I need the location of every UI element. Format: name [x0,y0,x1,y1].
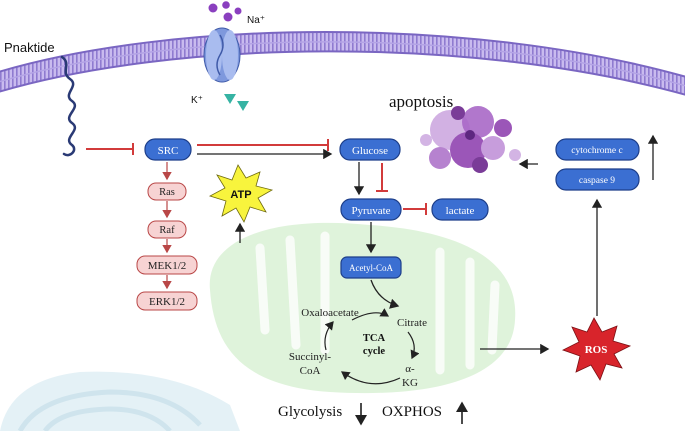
cytochrome-c-node [555,138,640,161]
arrow-acetylcoa-citrate [370,279,400,309]
caspase9-node [555,168,640,191]
akg-label-1: α- [405,363,415,375]
caspase9-label: caspase 9 [579,176,615,186]
ion-channel-icon [203,27,241,83]
pyruvate-label: Pyruvate [351,205,390,217]
cell-membrane [0,31,685,96]
akg-label-2: KG [402,377,418,389]
tca-label-2: cycle [363,346,385,357]
raf-node [147,220,187,239]
mek-node [136,255,198,275]
endoplasmic-reticulum [0,371,240,431]
glucose-node [339,138,401,161]
potassium-label: K⁺ [191,95,203,106]
lactate-node [431,198,489,221]
lactate-label: lactate [446,205,475,217]
apoptotic-cell-icon [420,106,521,173]
atp-label: ATP [230,189,251,201]
oxaloacetate-label: Oxaloacetate [301,307,359,319]
erk-label: ERK1/2 [149,296,185,308]
sodium-ions [208,1,242,22]
sodium-label: Na⁺ [247,15,265,26]
ros-burst [561,317,632,381]
citrate-label: Citrate [397,317,427,329]
ros-label: ROS [585,344,608,356]
succinyl-label-1: Succinyl- [289,351,331,363]
raf-label: Raf [159,225,175,236]
src-node [144,138,192,161]
erk-node [136,291,198,311]
tca-cycle-arrows [324,308,420,385]
succinyl-label-2: CoA [300,365,321,377]
src-label: SRC [158,145,179,157]
apoptosis-label: apoptosis [389,92,453,111]
pyruvate-node [340,198,402,221]
mitochondrion [209,222,516,394]
mek-label: MEK1/2 [148,260,187,272]
ras-node [147,182,187,201]
glucose-label: Glucose [352,145,388,157]
ras-label: Ras [159,187,175,198]
oxphos-label: OXPHOS [382,404,442,420]
glycolysis-label: Glycolysis [278,404,342,420]
peptide-icon [60,55,77,157]
atp-burst [208,164,274,223]
acetyl-coa-label: Acetyl-CoA [349,263,393,273]
tca-label-1: TCA [363,333,386,344]
cytochrome-c-label: cytochrome c [571,146,622,156]
potassium-ions [224,94,249,111]
peptide-label: Pnaktide [4,40,55,55]
acetyl-coa-node [340,256,402,279]
